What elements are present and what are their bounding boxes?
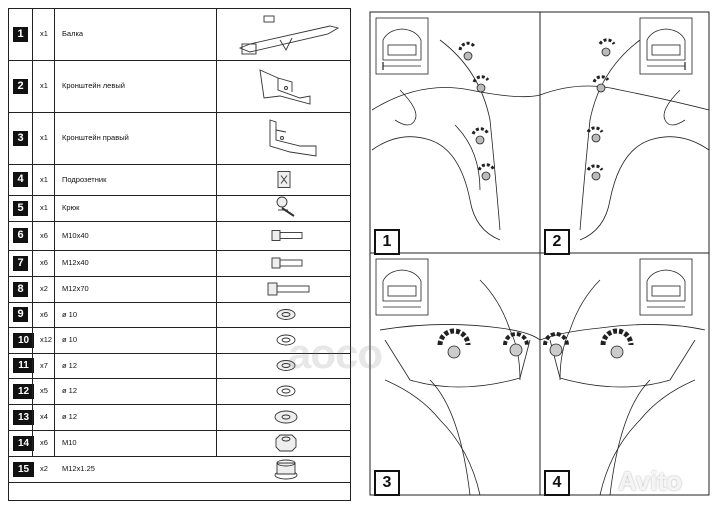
part-quantity: x2	[40, 284, 48, 293]
part-name: ø 10	[62, 335, 78, 344]
table-column-divider	[54, 8, 55, 456]
part-number: 4	[13, 172, 28, 187]
part-quantity: x6	[40, 309, 48, 319]
part-number: 15	[13, 461, 34, 477]
parts-row: 2 x1 Кронштейн левый	[8, 60, 351, 113]
step-4-number: 4	[544, 470, 570, 496]
parts-row: 5 x1 Крюк	[8, 195, 351, 222]
spring-washer-icon	[220, 302, 348, 327]
large-washer-icon	[220, 404, 348, 430]
bracket-left-icon	[220, 60, 348, 112]
part-quantity: x5	[40, 386, 48, 395]
table-column-divider	[216, 8, 217, 456]
part-name: M10x40	[62, 230, 89, 240]
part-number: 13	[13, 409, 34, 425]
socket-holder-icon	[220, 164, 348, 195]
part-quantity: x2	[40, 464, 48, 473]
watermark-aoco: aoco	[288, 330, 383, 377]
parts-row: 11 x7 ø 12	[8, 353, 351, 379]
part-number: 7	[13, 255, 28, 271]
nut-icon	[220, 430, 348, 456]
part-name: ø 12	[62, 360, 78, 370]
parts-row: 14 x6 M10	[8, 430, 351, 457]
part-number: 6	[13, 228, 28, 243]
parts-row: 8 x2 M12x70	[8, 276, 351, 303]
step-3-drawing	[375, 258, 541, 496]
part-name: Кронштейн левый	[62, 81, 125, 90]
part-number: 3	[13, 130, 28, 146]
parts-row: 15 x2 M12x1.25	[8, 456, 351, 483]
part-quantity: x1	[40, 203, 48, 212]
hook-icon	[220, 195, 348, 221]
part-number: 5	[13, 200, 28, 216]
part-quantity: x6	[40, 438, 48, 447]
beam-icon	[220, 8, 348, 60]
part-name: ø 12	[62, 412, 78, 421]
part-quantity: x12	[40, 335, 53, 344]
part-name: Балка	[62, 29, 84, 38]
flat-washer-icon	[220, 327, 348, 353]
parts-row: 6 x6 M10x40	[8, 221, 351, 251]
table-column-divider	[32, 8, 33, 456]
parts-row: 3 x1 Кронштейн правый	[8, 112, 351, 165]
part-name: ø 12	[62, 386, 78, 395]
part-quantity: x6	[40, 230, 48, 240]
step-4-drawing	[539, 258, 706, 496]
part-quantity: x7	[40, 360, 48, 370]
part-name: Крюк	[62, 203, 80, 212]
part-quantity: x6	[40, 258, 48, 267]
part-quantity: x1	[40, 133, 48, 142]
step-2-number: 2	[544, 229, 570, 255]
parts-row: 10 x12 ø 10	[8, 327, 351, 354]
part-number: 10	[13, 332, 34, 348]
flat-washer-icon	[220, 378, 348, 404]
step-2-drawing	[539, 17, 710, 241]
part-name: M10	[62, 438, 77, 447]
part-number: 11	[13, 358, 34, 373]
part-name: M12x70	[62, 284, 89, 293]
part-name: Кронштейн правый	[62, 133, 129, 142]
watermark-avito: Avito	[618, 466, 683, 496]
parts-row: 1 x1 Балка	[8, 8, 351, 61]
parts-row: 13 x4 ø 12	[8, 404, 351, 431]
parts-row: 9 x6 ø 10	[8, 302, 351, 328]
part-quantity: x1	[40, 81, 48, 90]
step-3-number: 3	[374, 470, 400, 496]
bolt-icon	[220, 221, 348, 250]
part-name: ø 10	[62, 309, 78, 319]
part-quantity: x1	[40, 29, 48, 38]
bracket-right-icon	[220, 112, 348, 164]
part-number: 8	[13, 281, 28, 297]
parts-row: 12 x5 ø 12	[8, 378, 351, 405]
part-number: 14	[13, 435, 34, 451]
part-number: 1	[13, 26, 28, 42]
part-name: Подрозетник	[62, 174, 107, 184]
spring-washer-icon	[220, 353, 348, 378]
bolt-icon	[220, 250, 348, 276]
part-number: 2	[13, 78, 28, 94]
parts-row: 7 x6 M12x40	[8, 250, 351, 277]
part-number: 12	[13, 383, 34, 399]
part-name: M12x40	[62, 258, 89, 267]
part-quantity: x1	[40, 174, 48, 184]
step-1-drawing	[371, 17, 541, 241]
part-quantity: x4	[40, 412, 48, 421]
bolt-long-icon	[220, 276, 348, 302]
part-number: 9	[13, 307, 28, 322]
parts-table-border	[8, 8, 351, 501]
part-name: M12x1.25	[62, 464, 95, 473]
flange-nut-icon	[220, 456, 348, 482]
step-1-number: 1	[374, 229, 400, 255]
parts-row: 4 x1 Подрозетник	[8, 164, 351, 196]
